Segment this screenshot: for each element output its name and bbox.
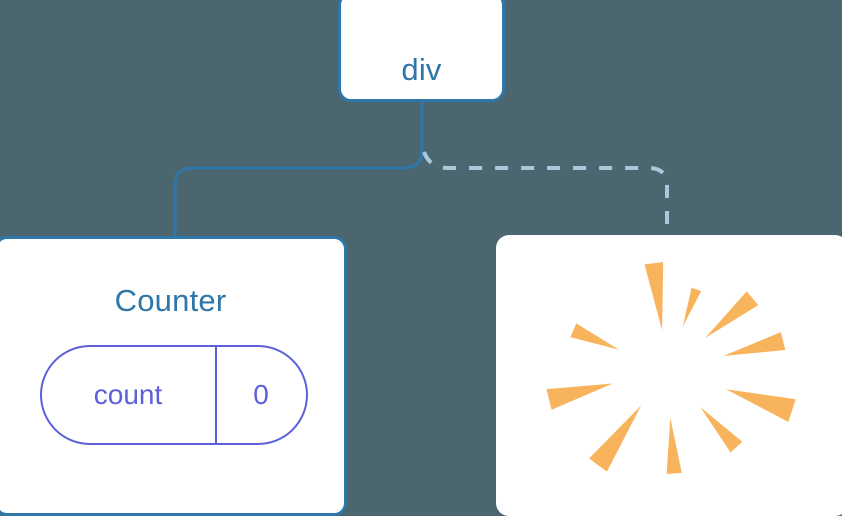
- state-pill-count[interactable]: count 0: [39, 345, 308, 445]
- sparkle-ray-6: [700, 407, 743, 453]
- sparkle-ray-3: [705, 291, 759, 338]
- sparkle-ray-7: [666, 417, 682, 474]
- connector-root-to-burst: [422, 151, 669, 237]
- sparkle-ray-5: [726, 389, 796, 422]
- node-counter-title: Counter: [114, 283, 227, 318]
- state-pill-value: 0: [253, 379, 269, 410]
- node-div-label: div: [401, 52, 442, 87]
- node-sparkle-burst[interactable]: [496, 235, 842, 516]
- state-pill-key: count: [93, 379, 163, 410]
- sparkle-ray-1: [644, 262, 664, 331]
- sparkle-ray-8: [589, 405, 642, 472]
- state-pill-divider: [214, 347, 217, 443]
- sparkle-ray-10: [570, 323, 620, 350]
- sparkle-ray-9: [546, 383, 613, 410]
- sparkle-burst-icon: [546, 262, 796, 474]
- node-div[interactable]: div: [338, 0, 505, 102]
- connector-root-to-counter: [173, 100, 424, 240]
- node-counter[interactable]: Counter count 0: [0, 236, 347, 516]
- sparkle-ray-4: [723, 332, 786, 356]
- sparkle-ray-2: [682, 287, 702, 327]
